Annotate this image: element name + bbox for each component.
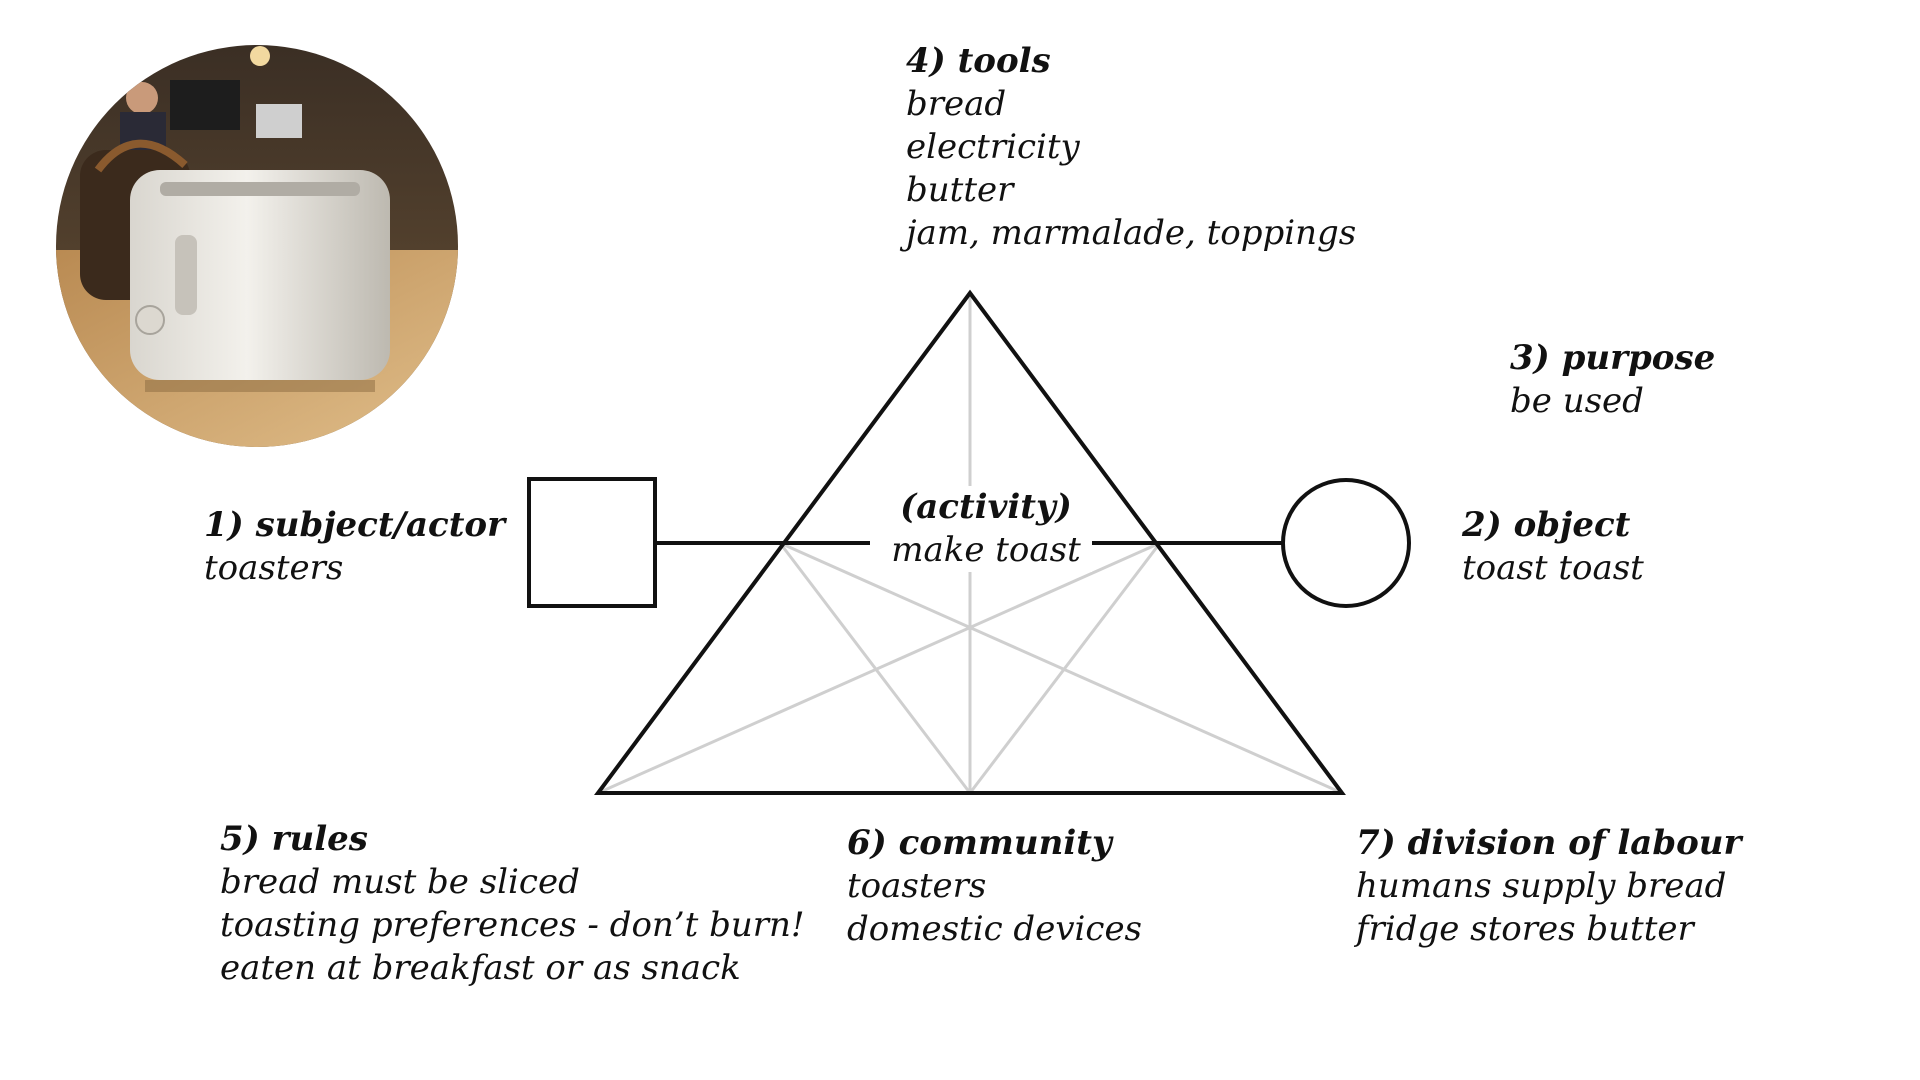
- purpose-item: be used: [1510, 381, 1644, 421]
- purpose-label: 3) purpose be used: [1510, 337, 1715, 423]
- tools-item: jam, marmalade, toppings: [906, 213, 1357, 253]
- rules-label: 5) rules bread must be sliced toasting p…: [220, 818, 805, 990]
- toaster-photo: [56, 45, 458, 447]
- community-label: 6) community toasters domestic devices: [847, 822, 1142, 951]
- subject-item: toasters: [204, 548, 344, 588]
- community-item: domestic devices: [847, 909, 1143, 949]
- rules-item: bread must be sliced: [220, 862, 580, 902]
- purpose-heading: 3) purpose: [1510, 338, 1716, 378]
- object-label: 2) object toast toast: [1462, 504, 1644, 590]
- community-item: toasters: [847, 866, 987, 906]
- division-item: fridge stores butter: [1356, 909, 1694, 949]
- subject-label: 1) subject/actor toasters: [204, 504, 505, 590]
- rules-heading: 5) rules: [220, 819, 368, 859]
- subject-square: [527, 477, 657, 608]
- subject-heading: 1) subject/actor: [204, 505, 506, 545]
- rules-item: eaten at breakfast or as snack: [220, 948, 741, 988]
- object-circle: [1281, 478, 1411, 608]
- object-heading: 2) object: [1462, 505, 1631, 545]
- division-item: humans supply bread: [1356, 866, 1727, 906]
- activity-label: (activity) make toast: [880, 486, 1092, 572]
- tools-item: electricity: [906, 127, 1080, 167]
- rules-item: toasting preferences - don’t burn!: [220, 905, 805, 945]
- activity-heading: (activity): [900, 487, 1072, 527]
- tools-heading: 4) tools: [906, 41, 1051, 81]
- object-item: toast toast: [1462, 548, 1644, 588]
- division-heading: 7) division of labour: [1356, 823, 1742, 863]
- tools-item: bread: [906, 84, 1007, 124]
- community-heading: 6) community: [847, 823, 1112, 863]
- activity-item: make toast: [891, 530, 1081, 570]
- division-label: 7) division of labour humans supply brea…: [1356, 822, 1741, 951]
- tools-label: 4) tools bread electricity butter jam, m…: [906, 40, 1356, 255]
- tools-item: butter: [906, 170, 1014, 210]
